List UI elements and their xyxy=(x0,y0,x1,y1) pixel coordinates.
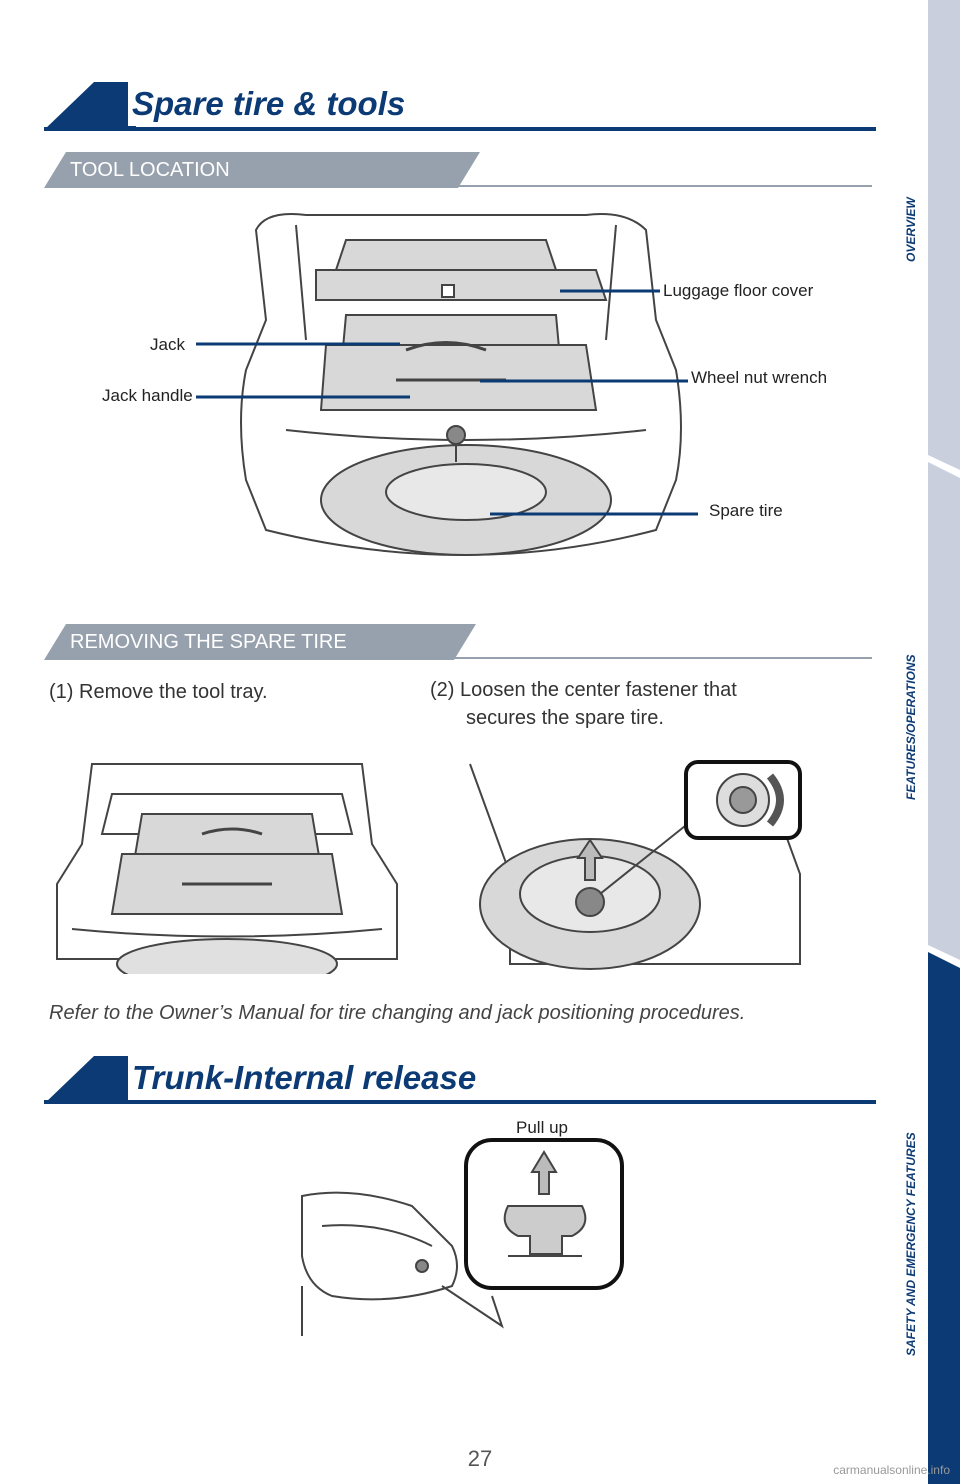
sidebar-tabs-graphic xyxy=(928,0,960,1484)
label-luggage-floor-cover: Luggage floor cover xyxy=(663,281,814,300)
sidebar-tabs xyxy=(928,0,960,1484)
spare-section-title: Spare tire & tools xyxy=(128,82,420,126)
trunk-tools-illustration xyxy=(240,213,682,556)
trunk-section-rule xyxy=(44,1100,876,1104)
label-wheel-nut-wrench: Wheel nut wrench xyxy=(691,368,828,387)
label-jack-handle: Jack handle xyxy=(102,386,193,405)
trunk-section-band xyxy=(44,1056,136,1104)
owners-manual-note: Refer to the Owner’s Manual for tire cha… xyxy=(49,1002,746,1024)
step-1-text: (1) Remove the tool tray. xyxy=(49,681,268,703)
tool-location-rule xyxy=(458,185,872,187)
trunk-section-title: Trunk-Internal release xyxy=(128,1056,491,1100)
remove-tool-tray-illustration xyxy=(56,763,398,974)
page-number: 27 xyxy=(467,1446,493,1471)
label-spare-tire: Spare tire xyxy=(709,501,783,520)
sidebar-features-tab[interactable]: FEATURES/OPERATIONS xyxy=(904,654,918,800)
label-jack: Jack xyxy=(150,335,185,354)
removing-spare-rule xyxy=(454,657,872,659)
sidebar-safety-tab[interactable]: SAFETY AND EMERGENCY FEATURES xyxy=(904,1132,918,1356)
tool-leader-lines xyxy=(196,289,698,516)
watermark: carmanualsonline.info xyxy=(833,1463,950,1477)
tool-location-heading: TOOL LOCATION xyxy=(44,152,480,188)
label-pull-up: Pull up xyxy=(516,1118,568,1137)
spare-section-rule xyxy=(44,127,876,131)
removing-spare-heading: REMOVING THE SPARE TIRE xyxy=(44,624,476,660)
step-2-text-line1: (2) Loosen the center fastener that xyxy=(430,679,737,701)
step-2-text-line2: secures the spare tire. xyxy=(466,707,664,729)
trunk-release-illustration xyxy=(301,1138,624,1336)
loosen-fastener-illustration xyxy=(469,760,802,970)
